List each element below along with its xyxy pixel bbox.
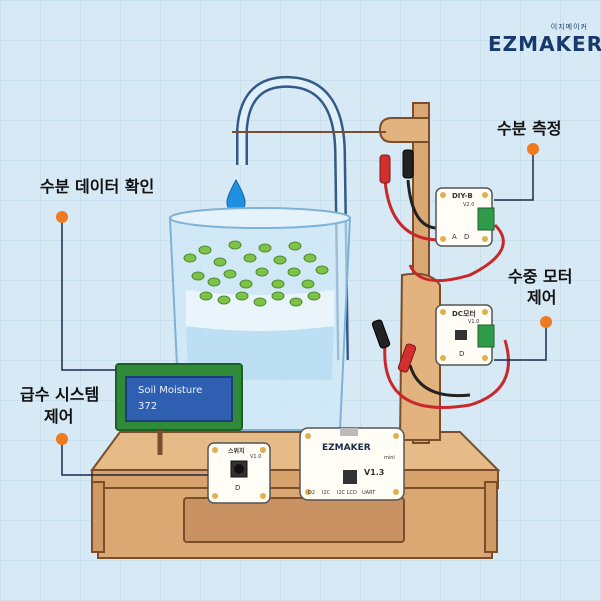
ezmaker-board xyxy=(299,427,405,501)
plant-icon xyxy=(183,240,329,307)
label-supply-line2: 제어 xyxy=(44,407,74,426)
lcd-line2: 372 xyxy=(138,401,158,412)
lcd-display xyxy=(115,363,243,455)
wooden-stand xyxy=(378,102,441,444)
board-port-i2c-lcd: I2C LCD xyxy=(337,490,357,496)
motor-version: V1.0 xyxy=(468,319,480,325)
brand-korean: 이지메이커 xyxy=(550,23,588,31)
label-pump-line2: 제어 xyxy=(527,288,557,307)
board-version: V1.3 xyxy=(364,468,385,477)
board-port-d2: D2 xyxy=(308,490,316,496)
callout-dot xyxy=(527,143,539,155)
motor-pin-d: D xyxy=(459,350,465,358)
motor-name: DC모터 xyxy=(452,310,476,318)
wires xyxy=(383,179,510,409)
wooden-base xyxy=(90,431,501,559)
switch-version: V1.0 xyxy=(250,454,262,460)
lcd-line1: Soil Moisture xyxy=(138,385,203,396)
sensor-name: DIY-B xyxy=(452,192,473,200)
dc-motor-module xyxy=(435,304,495,366)
callout-dot xyxy=(56,433,68,445)
callout-dot xyxy=(56,211,68,223)
label-moisture-measure: 수분 측정 xyxy=(497,119,562,138)
label-supply-line1: 급수 시스템 xyxy=(20,385,100,404)
switch-pin-d: D xyxy=(235,484,241,492)
sensor-pin-a: A xyxy=(452,233,457,241)
brand-name: EZMAKER xyxy=(488,32,601,56)
board-name: EZMAKER xyxy=(322,443,371,453)
callout-dot xyxy=(540,316,552,328)
label-pump-line1: 수중 모터 xyxy=(508,267,573,286)
alligator-clips xyxy=(371,149,417,373)
switch-module xyxy=(207,442,271,504)
callout-lines xyxy=(61,150,547,476)
sensor-version: V2.0 xyxy=(463,202,475,208)
board-port-uart: UART xyxy=(362,490,376,496)
brand-logo: 이지메이커 EZMAKER xyxy=(488,22,601,56)
board-sub: mini xyxy=(384,455,395,461)
switch-name: 스위치 xyxy=(228,448,245,455)
label-moisture-check: 수분 데이터 확인 xyxy=(40,177,155,196)
water-hose xyxy=(232,75,386,361)
moisture-sensor-module xyxy=(435,187,495,247)
board-port-i2c: I2C xyxy=(322,490,331,496)
sensor-pin-d: D xyxy=(464,233,470,241)
